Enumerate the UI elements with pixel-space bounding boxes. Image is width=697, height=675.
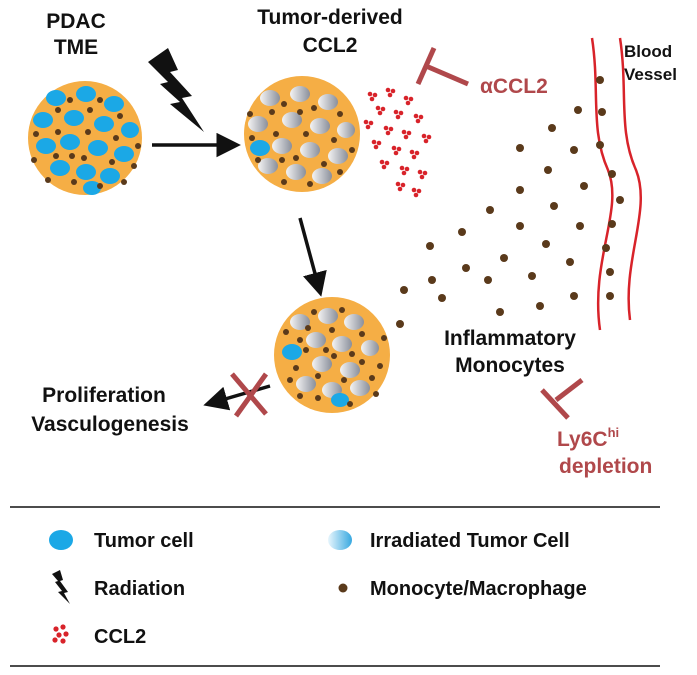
- legend-tumor-cell: Tumor cell: [49, 530, 194, 552]
- vessel-label: Vessel: [624, 65, 677, 84]
- vasculogenesis-label: Vasculogenesis: [31, 413, 189, 436]
- legend-irradiated-cell: Irradiated Tumor Cell: [328, 530, 570, 552]
- depletion-label: depletion: [559, 455, 652, 478]
- proliferation-label: Proliferation: [42, 384, 166, 407]
- legend-irradiated-label: Irradiated Tumor Cell: [370, 530, 570, 552]
- legend-tumor-cell-label: Tumor cell: [94, 530, 194, 552]
- ccl2-cloud: [363, 87, 432, 198]
- legend-ccl2: CCL2: [52, 624, 146, 648]
- irradiated-cell-swatch-icon: [328, 530, 352, 550]
- legend-monocyte-label: Monocyte/Macrophage: [370, 578, 587, 600]
- legend-ccl2-label: CCL2: [94, 626, 146, 648]
- monocytes-label-line2: Monocytes: [455, 354, 565, 377]
- ccl2-title-label: CCL2: [303, 34, 358, 57]
- tumor-circle-infiltrated: [274, 297, 390, 413]
- anti-ccl2-inhibitor-icon: [415, 46, 469, 87]
- ccl2-swatch-icon: [52, 624, 69, 644]
- monocyte-swatch-icon: [338, 583, 348, 593]
- tme-label: TME: [54, 36, 98, 59]
- arrow-recruitment: [298, 217, 327, 297]
- ly6c-label: Ly6Chi: [557, 425, 619, 451]
- tumor-derived-label: Tumor-derived: [257, 6, 402, 29]
- blocked-x-icon: [230, 372, 269, 418]
- ly6c-inhibitor-icon: [540, 378, 584, 420]
- monocytes-label-line1: Inflammatory: [444, 327, 576, 350]
- tumor-circle-irradiated: [244, 76, 360, 192]
- monocyte-trail: [396, 76, 624, 328]
- legend-monocyte: Monocyte/Macrophage: [338, 578, 587, 600]
- anti-ccl2-label: αCCL2: [480, 75, 548, 98]
- blood-vessel: [590, 37, 643, 331]
- radiation-bolt-icon: [148, 48, 204, 132]
- pdac-label: PDAC: [46, 10, 106, 33]
- legend-radiation-label: Radiation: [94, 578, 185, 600]
- tumor-cell-swatch-icon: [49, 530, 73, 550]
- arrow-outcome: [203, 384, 271, 411]
- legend-radiation: Radiation: [52, 570, 185, 604]
- tumor-circle-untreated: [28, 81, 142, 195]
- blood-label: Blood: [624, 42, 672, 61]
- radiation-swatch-icon: [52, 570, 70, 604]
